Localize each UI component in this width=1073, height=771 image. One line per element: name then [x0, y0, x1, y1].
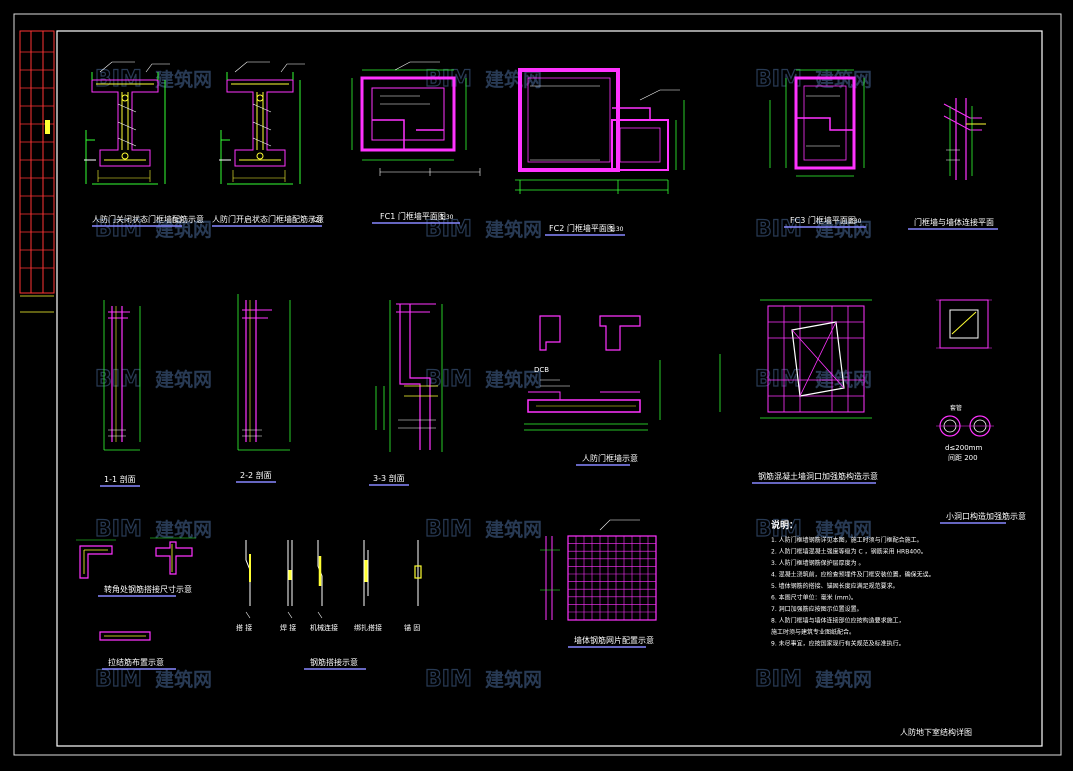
title-door-closed: 人防门关闭状态门框墙配筋示意	[92, 214, 204, 224]
watermark-cn: 建筑网	[155, 68, 212, 91]
label-sleeve: 套管	[950, 404, 962, 412]
title-splice: 钢筋搭接示意	[310, 657, 358, 667]
note-line: 2. 人防门框墙混凝土强度等级为 C ，钢筋采用 HRB400。	[771, 548, 927, 556]
row3-titles: 转角处钢筋搭接尺寸示意 拉结筋布置示意 钢筋搭接示意 墙体钢筋网片配置示意	[98, 584, 654, 670]
note-line: 9. 未尽事宜，应按国家现行有关规范及标准执行。	[771, 640, 905, 648]
watermark-cn: 建筑网	[155, 668, 212, 691]
title-door-frame-wall: 人防门框墙示意	[582, 453, 638, 463]
section-1-1	[103, 300, 141, 451]
watermark-cn: 建筑网	[485, 218, 542, 241]
title-section-3: 3-3 剖面	[373, 473, 405, 483]
note-line: 3. 人防门框墙钢筋保护层厚度为 。	[771, 559, 865, 567]
watermark-cn: 建筑网	[815, 668, 872, 691]
label-lap: 搭 接	[236, 623, 252, 632]
title-door-open: 人防门开启状态门框墙配筋示意	[212, 214, 324, 224]
note-line: 4. 混凝土浇筑前，应检查预埋件及门框安装位置，确保无误。	[771, 571, 935, 579]
title-fc3: FC3 门框墙平面图	[790, 215, 856, 225]
title-door-closed-num: (1)	[172, 216, 182, 224]
watermark-cn: 建筑网	[155, 368, 212, 391]
title-mesh: 墙体钢筋网片配置示意	[574, 635, 654, 645]
title-opening-reinforcement: 钢筋混凝土墙洞口加强筋构造示意	[758, 471, 878, 481]
watermark-cn: 建筑网	[155, 218, 212, 241]
detail-fc2-plan	[515, 68, 685, 194]
detail-door-open	[219, 61, 305, 185]
notes-heading: 说明：	[771, 519, 798, 531]
detail-door-closed	[84, 61, 170, 185]
title-door-open-num: (2)	[312, 216, 322, 224]
note-line: 7. 洞口加强筋应按图示位置设置。	[771, 605, 863, 613]
inner-frame	[56, 30, 1043, 747]
watermark-brand: BIM	[425, 217, 472, 242]
title-section-2: 2-2 剖面	[240, 470, 272, 480]
watermark-cn: 建筑网	[815, 518, 872, 541]
detail-small-opening: 套管 d≤200mm 间距 200	[936, 299, 994, 462]
label-spacing: 间距 200	[948, 454, 978, 462]
title-fc1: FC1 门框墙平面图	[380, 211, 446, 221]
note-line: 8. 人防门框墙与墙体连接部位应按构造要求施工，	[771, 617, 905, 625]
detail-wall-connection	[943, 98, 986, 180]
detail-fc1-plan	[351, 61, 481, 176]
sheet-title: 人防地下室结构详图	[900, 727, 972, 737]
row1-titles: 人防门关闭状态门框墙配筋示意 (1) 人防门开启状态门框墙配筋示意 (2) FC…	[92, 211, 998, 236]
title-connection: 门框墙与墙体连接平面	[914, 217, 994, 227]
watermark-cn: 建筑网	[485, 368, 542, 391]
note-line: 施工时须与建筑专业图纸配合。	[771, 628, 855, 636]
detail-opening-reinforcement	[719, 299, 872, 419]
watermark-brand: BIM	[95, 367, 142, 392]
title-fc1-scale: 1:30	[440, 214, 454, 221]
watermark-cn: 建筑网	[815, 218, 872, 241]
label-weld: 焊 接	[280, 623, 296, 632]
label-mechanical: 机械连接	[310, 623, 338, 632]
watermark-cn: 建筑网	[485, 518, 542, 541]
watermark-cn: 建筑网	[155, 518, 212, 541]
watermark-brand: BIM	[755, 667, 802, 692]
title-tie-bar: 拉结筋布置示意	[108, 657, 164, 667]
detail-mesh	[540, 519, 657, 621]
detail-corner-lap	[76, 537, 196, 641]
note-line: 5. 墙体钢筋的搭接、锚固长度应满足规范要求。	[771, 582, 899, 590]
detail-fc3-plan	[769, 69, 865, 177]
watermark-brand: BIM	[755, 517, 802, 542]
detail-splice-types: 搭 接 焊 接 机械连接 绑扎搭接 锚 固	[236, 540, 422, 632]
section-3-3	[375, 300, 443, 452]
note-line: 6. 本图尺寸单位：毫米 (mm)。	[771, 594, 857, 602]
label-anchor: 锚 固	[404, 623, 420, 632]
label-tie-lap: 绑扎搭接	[354, 623, 382, 632]
watermark-brand: BIM	[95, 217, 142, 242]
detail-door-frame-wall: DCB	[524, 315, 661, 431]
watermark-brand: BIM	[425, 367, 472, 392]
label-dcb: DCB	[534, 366, 549, 374]
title-corner-lap: 转角处钢筋搭接尺寸示意	[104, 584, 192, 594]
outer-frame	[13, 13, 1062, 756]
section-2-2	[237, 294, 291, 451]
watermark-brand: BIM	[425, 667, 472, 692]
label-diameter: d≤200mm	[945, 444, 982, 452]
title-section-1: 1-1 剖面	[104, 474, 136, 484]
watermark-brand: BIM	[95, 517, 142, 542]
title-fc2: FC2 门框墙平面图	[549, 223, 615, 233]
title-fc3-scale: 1:30	[848, 218, 862, 225]
watermark-brand: BIM	[95, 667, 142, 692]
watermark-brand: BIM	[425, 517, 472, 542]
note-line: 1. 人防门框墙钢筋详见本图，施工时须与门框配合施工。	[771, 536, 923, 544]
general-notes: 说明： 1. 人防门框墙钢筋详见本图，施工时须与门框配合施工。 2. 人防门框墙混…	[771, 519, 935, 648]
binding-strip	[19, 30, 55, 313]
title-small-opening: 小洞口构造加强筋示意	[946, 511, 1026, 521]
watermark-brand: BIM	[755, 67, 802, 92]
watermark-brand: BIM	[755, 367, 802, 392]
watermark-cn: 建筑网	[485, 668, 542, 691]
watermark-brand: BIM	[755, 217, 802, 242]
row2-titles: 1-1 剖面 2-2 剖面 3-3 剖面 人防门框墙示意 钢筋混凝土墙洞口加强筋…	[100, 453, 1026, 524]
watermark-layer: BIM 建筑网 BIM 建筑网 BIM 建筑网 BIM 建筑网 BIM 建筑网 BIM 建筑网 BIM 建…	[94, 66, 872, 692]
title-fc2-scale: 1:30	[610, 226, 624, 233]
